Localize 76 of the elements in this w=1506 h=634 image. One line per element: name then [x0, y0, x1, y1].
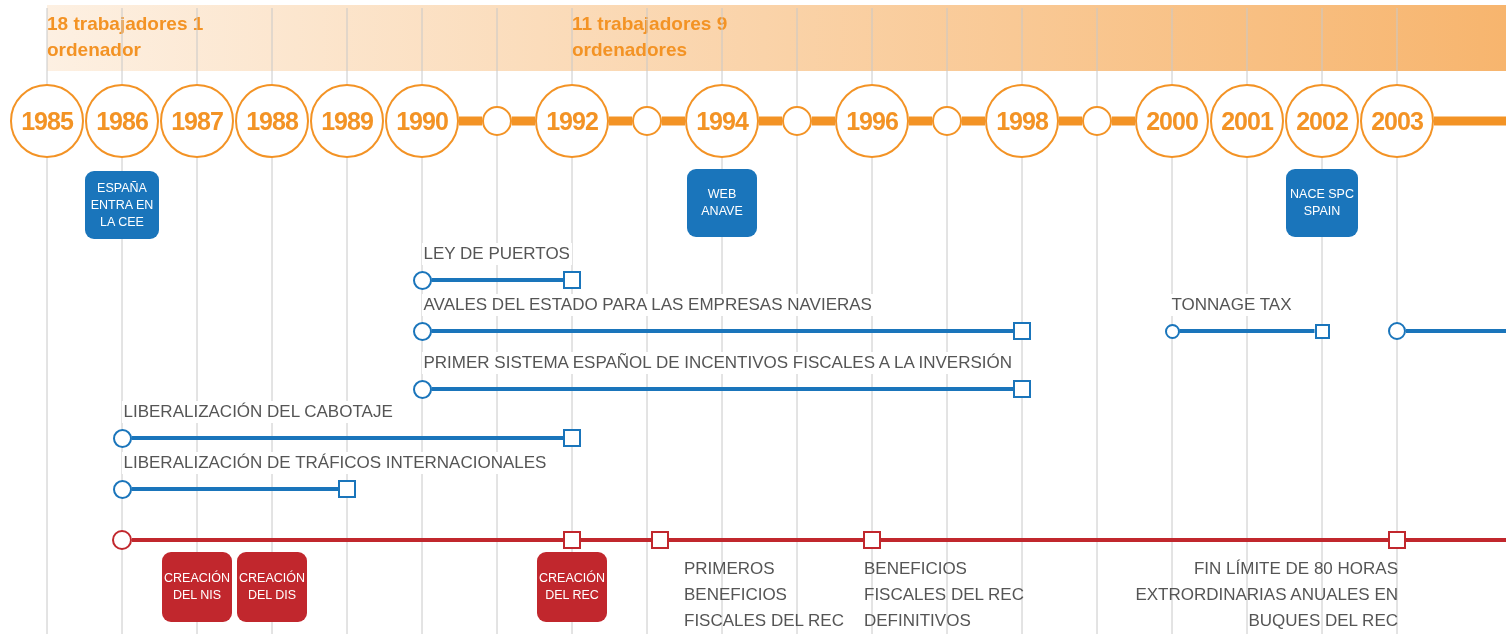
edge-label: TONNAGE TAX: [1169, 294, 1294, 316]
period-bar: [132, 538, 563, 542]
end-marker: [651, 531, 669, 549]
period-bar: [1406, 329, 1506, 333]
event-tag: CREACIÓN DEL REC: [537, 552, 607, 622]
period-bar: [1179, 329, 1315, 333]
staff-note: 18 trabajadores 1 ordenador: [47, 12, 205, 62]
timeline-bar: [1434, 116, 1506, 126]
year-circle: 1998: [985, 84, 1059, 158]
year-circle: 1989: [310, 84, 384, 158]
start-marker: [1164, 323, 1180, 339]
period-bar: [581, 538, 651, 542]
year-circle: 1986: [85, 84, 159, 158]
start-marker: [112, 428, 132, 448]
year-circle: 1985: [10, 84, 84, 158]
timeline-bar: [459, 116, 482, 126]
year-circle: 1996: [835, 84, 909, 158]
period-bar: [881, 538, 1388, 542]
start-marker: [412, 321, 432, 341]
end-marker: [1013, 380, 1031, 398]
milestone-note: BENEFICIOS FISCALES DEL REC DEFINITIVOS: [864, 558, 1025, 632]
end-marker: [1013, 322, 1031, 340]
event-tag: WEB ANAVE: [687, 169, 757, 237]
year-circle: 2003: [1360, 84, 1434, 158]
year-circle: [1082, 106, 1112, 136]
year-circle: [782, 106, 812, 136]
period-bar: [131, 436, 563, 440]
end-marker: [563, 429, 581, 447]
timeline-bar: [909, 116, 932, 126]
year-circle: 2000: [1135, 84, 1209, 158]
staff-note: 11 trabajadores 9 ordenadores: [572, 12, 729, 62]
end-marker: [338, 480, 356, 498]
start-marker: [112, 479, 132, 499]
end-marker: [863, 531, 881, 549]
timeline-bar: [609, 116, 632, 126]
end-marker: [563, 271, 581, 289]
end-marker: [1388, 531, 1406, 549]
edge-label: LIBERALIZACIÓN DEL CABOTAJE: [121, 401, 395, 423]
timeline-bar: [759, 116, 782, 126]
end-marker: [563, 531, 581, 549]
event-tag: CREACIÓN DEL DIS: [237, 552, 307, 622]
period-bar: [431, 387, 1013, 391]
timeline-bar: [812, 116, 835, 126]
event-tag: CREACIÓN DEL NIS: [162, 552, 232, 622]
year-circle: 1992: [535, 84, 609, 158]
event-tag: NACE SPC SPAIN: [1286, 169, 1358, 237]
timeline-bar: [662, 116, 685, 126]
year-circle: 1990: [385, 84, 459, 158]
year-circle: 2001: [1210, 84, 1284, 158]
timeline-bar: [1059, 116, 1082, 126]
milestone-note: FIN LÍMITE DE 80 HORAS EXTRORDINARIAS ANUALES EN BUQUES DEL REC: [1134, 558, 1398, 632]
edge-label: LEY DE PUERTOS: [421, 243, 572, 265]
year-circle: 1988: [235, 84, 309, 158]
period-bar: [669, 538, 863, 542]
timeline-bar: [962, 116, 985, 126]
year-circle: [482, 106, 512, 136]
event-tag: ESPAÑA ENTRA EN LA CEE: [85, 171, 159, 239]
edge-label: LIBERALIZACIÓN DE TRÁFICOS INTERNACIONALES: [121, 452, 549, 474]
period-bar: [1406, 538, 1506, 542]
period-bar: [431, 329, 1013, 333]
period-bar: [131, 487, 338, 491]
year-circle: [632, 106, 662, 136]
edge-label: AVALES DEL ESTADO PARA LAS EMPRESAS NAVIERAS: [421, 294, 874, 316]
year-circle: 1994: [685, 84, 759, 158]
start-marker: [412, 270, 432, 290]
year-circle: 1987: [160, 84, 234, 158]
start-marker: [1388, 322, 1406, 340]
year-circle: 2002: [1285, 84, 1359, 158]
period-bar: [431, 278, 563, 282]
start-marker: [412, 379, 432, 399]
start-marker: [112, 530, 132, 550]
timeline-bar: [512, 116, 535, 126]
timeline-bar: [1112, 116, 1135, 126]
year-circle: [932, 106, 962, 136]
milestone-note: PRIMEROS BENEFICIOS FISCALES DEL REC: [684, 558, 845, 632]
end-marker: [1314, 323, 1330, 339]
